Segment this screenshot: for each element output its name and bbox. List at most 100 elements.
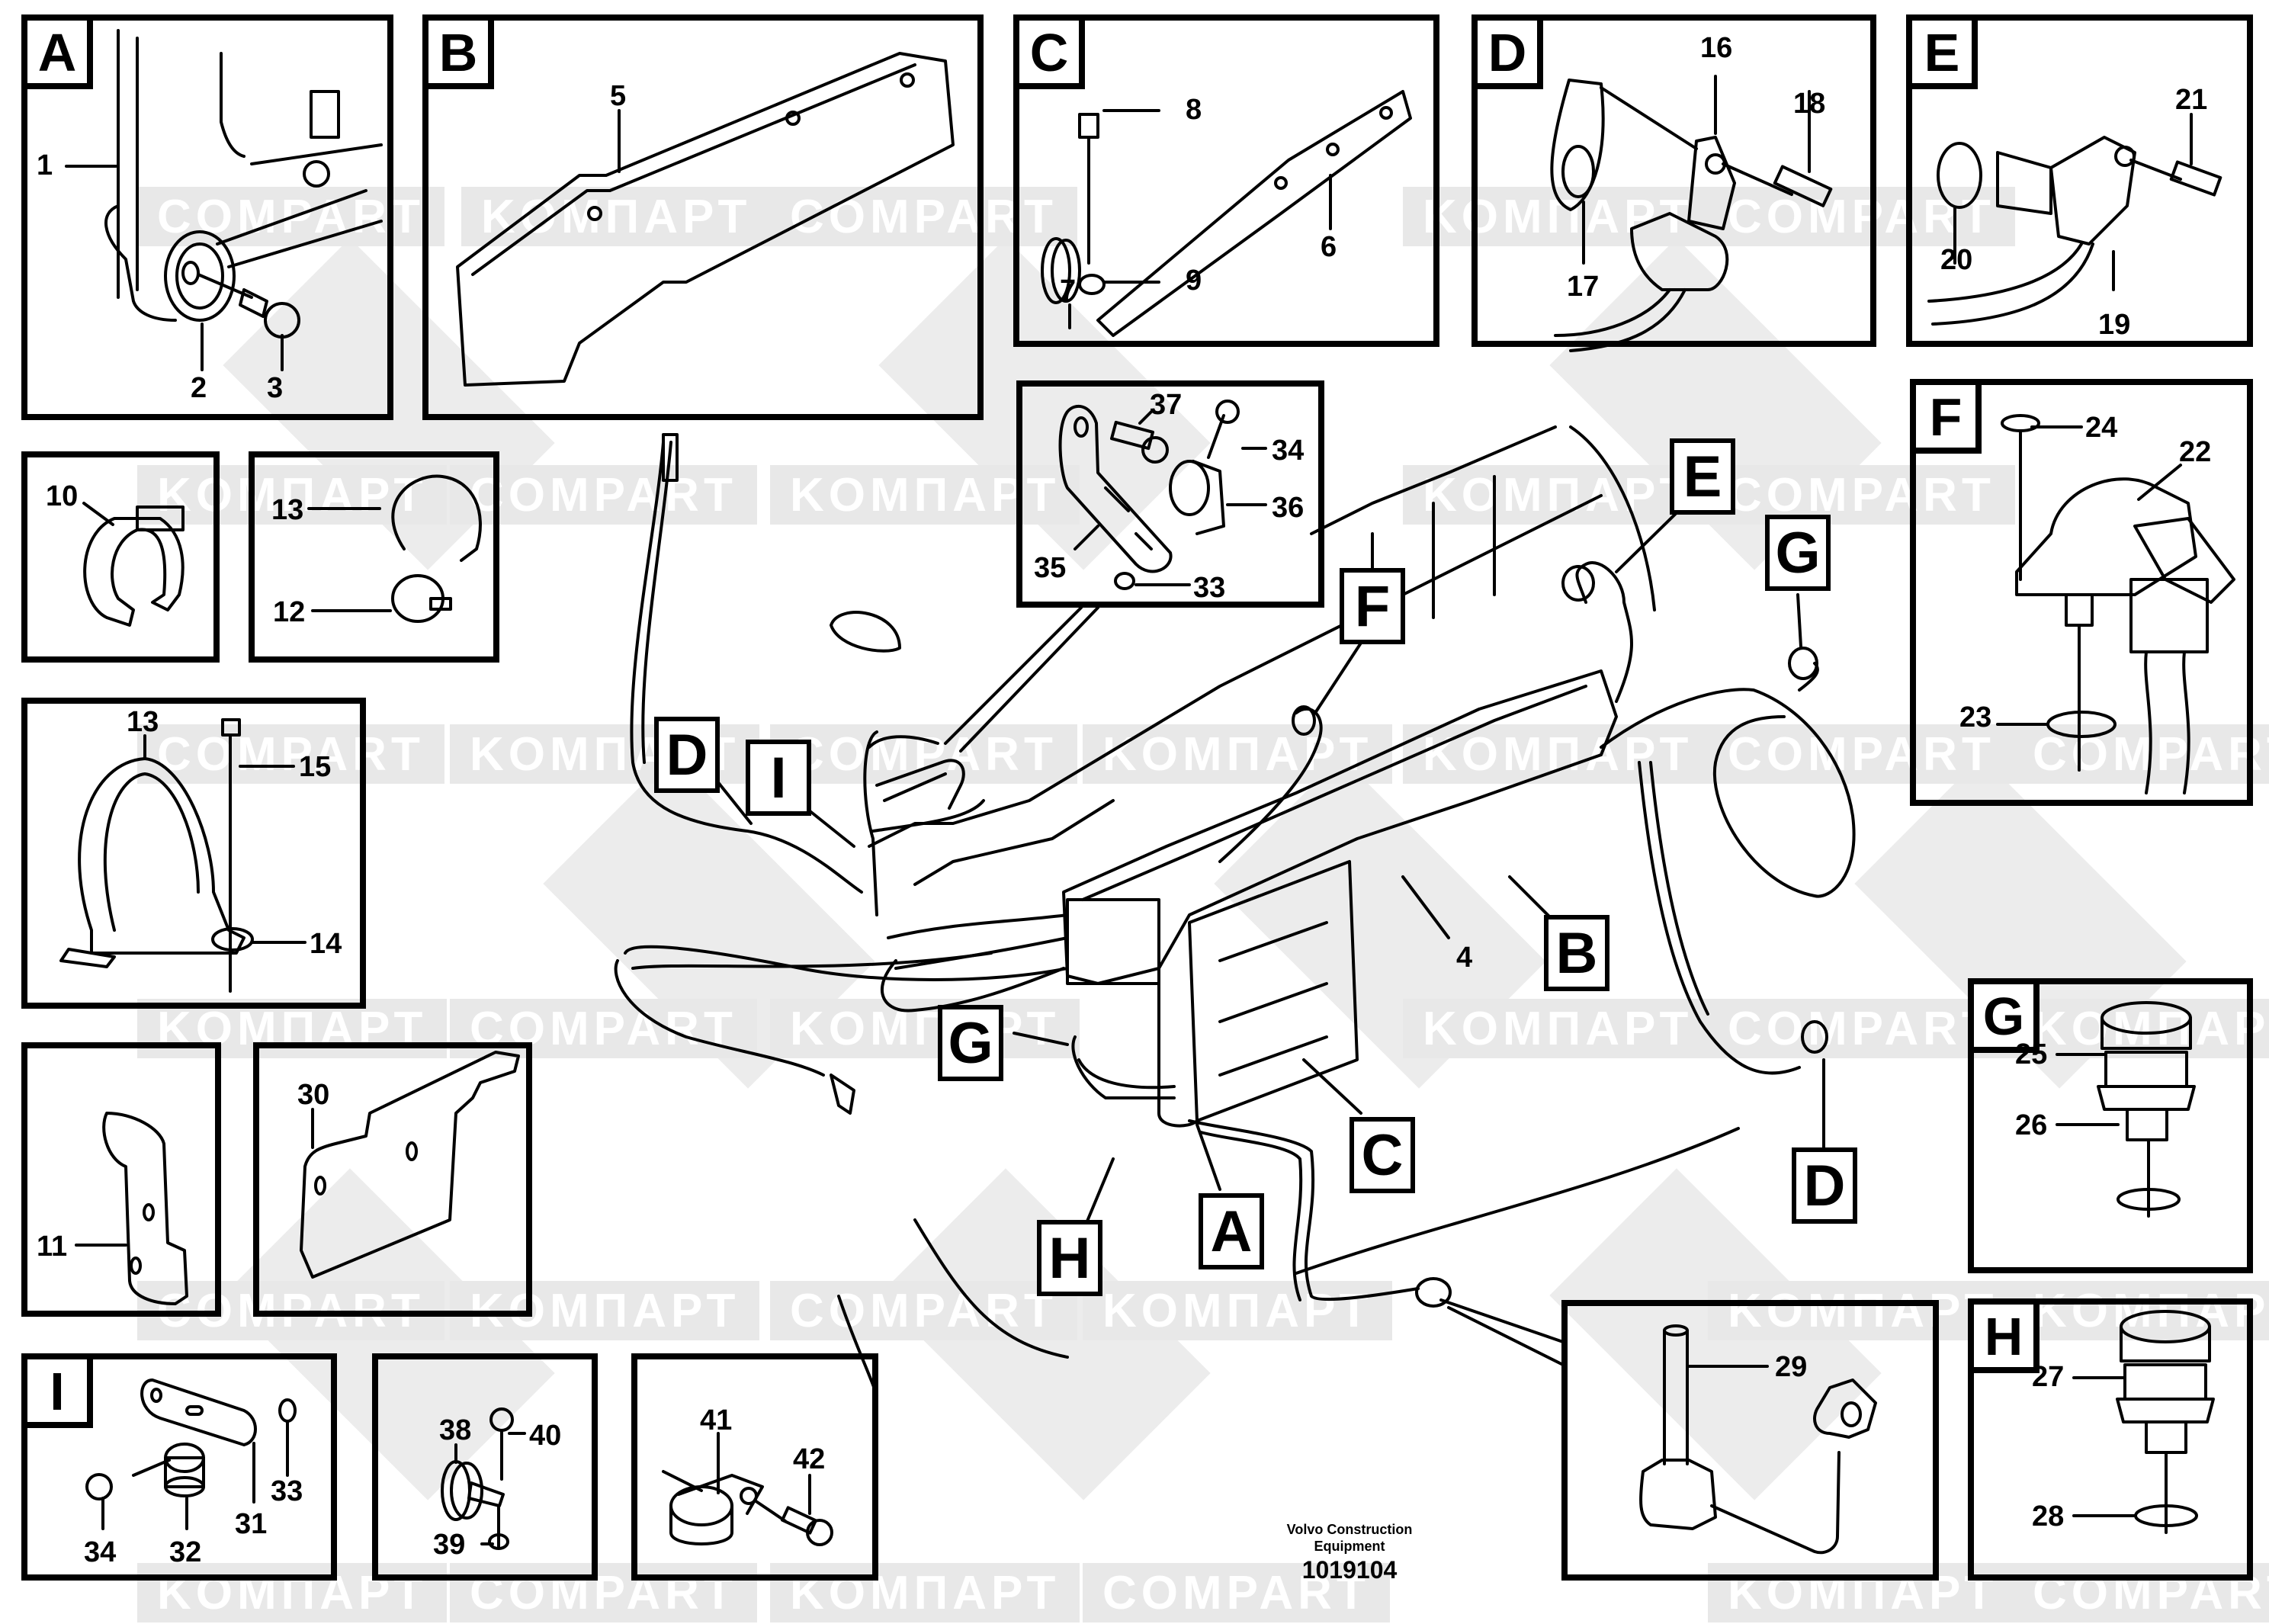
part-callout[interactable]: 32: [169, 1536, 202, 1568]
part-callout[interactable]: 5: [610, 80, 627, 112]
ties-drawing: [307, 474, 482, 623]
part-callout[interactable]: 9: [1186, 265, 1202, 297]
part-callout[interactable]: 13: [127, 706, 159, 738]
part-callout[interactable]: 34: [84, 1536, 117, 1568]
detail-tag-e[interactable]: E: [1670, 438, 1735, 515]
panel-letter: C: [1019, 21, 1085, 89]
part-callout[interactable]: 27: [2032, 1361, 2065, 1393]
detail-panel-bracket: [1016, 380, 1324, 608]
part-callout[interactable]: 22: [2179, 436, 2212, 468]
part-callout[interactable]: 4: [1456, 942, 1473, 974]
detail-panel-b: B: [422, 14, 984, 420]
part-callout[interactable]: 13: [271, 494, 304, 526]
panel-letter: E: [1912, 21, 1978, 89]
part-callout[interactable]: 18: [1793, 88, 1826, 120]
panel-i-drawing: [85, 1378, 297, 1530]
detail-panel-f: F: [1910, 379, 2253, 806]
part-callout[interactable]: 14: [310, 928, 342, 960]
publisher-line-1: Volvo Construction: [1286, 1522, 1413, 1537]
part-callout[interactable]: 21: [2175, 84, 2208, 116]
panel-a-drawing: [65, 29, 383, 371]
detail-tag-f[interactable]: F: [1340, 568, 1405, 644]
part-callout[interactable]: 38: [439, 1414, 472, 1446]
detail-panel-sensor-29: [1561, 1300, 1939, 1581]
panel-letter: A: [27, 21, 93, 89]
clamp-41-42-drawing: [662, 1432, 833, 1546]
part-callout[interactable]: 10: [46, 480, 79, 512]
detail-panel-clamp-38-40: [372, 1353, 598, 1581]
sensor-29-drawing: [1639, 1324, 1877, 1555]
part-callout[interactable]: 12: [273, 596, 306, 628]
part-callout[interactable]: 19: [2098, 309, 2131, 341]
detail-panel-a: A: [21, 14, 393, 420]
part-callout[interactable]: 41: [700, 1404, 733, 1436]
part-callout[interactable]: 23: [1959, 701, 1992, 733]
panel-h-drawing: [2072, 1310, 2215, 1534]
detail-panel-plate-30: [253, 1042, 532, 1317]
detail-panel-ties: [249, 451, 499, 663]
panel-letter: F: [1916, 385, 1982, 454]
part-callout[interactable]: 26: [2015, 1109, 2048, 1141]
part-callout[interactable]: 25: [2015, 1038, 2048, 1070]
detail-tag-a[interactable]: A: [1199, 1193, 1264, 1269]
drawing-number: 1019104: [1301, 1556, 1398, 1584]
detail-panel-clamp-41-42: [631, 1353, 878, 1581]
clamp-38-40-drawing: [441, 1407, 526, 1550]
detail-tag-d[interactable]: D: [1792, 1147, 1857, 1224]
detail-panel-h: H: [1968, 1298, 2253, 1581]
part-callout[interactable]: 40: [529, 1420, 562, 1452]
part-callout[interactable]: 1: [37, 149, 53, 181]
part-callout[interactable]: 17: [1567, 271, 1600, 303]
part-callout[interactable]: 31: [235, 1508, 268, 1540]
part-callout[interactable]: 24: [2085, 412, 2118, 444]
panel-letter: D: [1478, 21, 1543, 89]
panel-letter: G: [1974, 984, 2040, 1053]
detail-panel-i: I: [21, 1353, 337, 1581]
panel-g-drawing: [2056, 1001, 2196, 1218]
part-callout[interactable]: 30: [297, 1079, 330, 1111]
part-callout[interactable]: 36: [1272, 492, 1305, 524]
detail-tag-i[interactable]: I: [746, 740, 811, 816]
part-callout[interactable]: 39: [433, 1529, 466, 1561]
detail-tag-g[interactable]: G: [938, 1005, 1003, 1081]
part-callout[interactable]: 28: [2032, 1500, 2065, 1533]
part-callout[interactable]: 20: [1940, 244, 1973, 276]
detail-panel-bracket-11: [21, 1042, 221, 1317]
part-callout[interactable]: 6: [1321, 231, 1337, 263]
part-callout[interactable]: 42: [793, 1443, 826, 1475]
detail-panel-d: D: [1471, 14, 1876, 347]
part-callout[interactable]: 34: [1272, 435, 1305, 467]
part-callout[interactable]: 11: [37, 1231, 68, 1263]
part-callout[interactable]: 33: [271, 1475, 303, 1507]
bracket-detail-drawing: [944, 400, 1267, 753]
part-callout[interactable]: 29: [1775, 1351, 1808, 1383]
plate-30-drawing: [300, 1051, 520, 1279]
detail-tag-h[interactable]: H: [1037, 1220, 1102, 1296]
part-callout[interactable]: 2: [191, 372, 207, 404]
detail-tag-b[interactable]: B: [1544, 915, 1609, 991]
part-callout[interactable]: 37: [1150, 389, 1183, 421]
clip-10-drawing: [82, 502, 185, 627]
part-callout[interactable]: 33: [1193, 572, 1226, 604]
publisher-line-2: Equipment: [1314, 1539, 1385, 1554]
panel-letter: B: [428, 21, 494, 89]
panel-c-drawing: [1041, 90, 1412, 337]
part-callout[interactable]: 7: [1060, 274, 1077, 307]
part-callout[interactable]: 15: [299, 751, 332, 783]
part-callout[interactable]: 16: [1700, 32, 1733, 64]
detail-tag-d[interactable]: D: [654, 717, 720, 793]
detail-panel-e: E: [1906, 14, 2253, 347]
panel-letter: H: [1974, 1305, 2040, 1373]
drawing-footer: Volvo Construction Equipment 1019104: [1266, 1521, 1433, 1585]
detail-panel-g: G: [1968, 978, 2253, 1273]
part-callout[interactable]: 8: [1186, 94, 1202, 126]
main-view-drawing: [614, 425, 1856, 1397]
part-callout[interactable]: 3: [267, 372, 284, 404]
detail-tag-g[interactable]: G: [1765, 515, 1831, 591]
panel-letter: I: [27, 1359, 93, 1428]
detail-panel-clip-10: [21, 451, 220, 663]
part-callout[interactable]: 35: [1034, 552, 1067, 584]
detail-tag-c[interactable]: C: [1350, 1117, 1415, 1193]
panel-b-drawing: [456, 52, 955, 387]
